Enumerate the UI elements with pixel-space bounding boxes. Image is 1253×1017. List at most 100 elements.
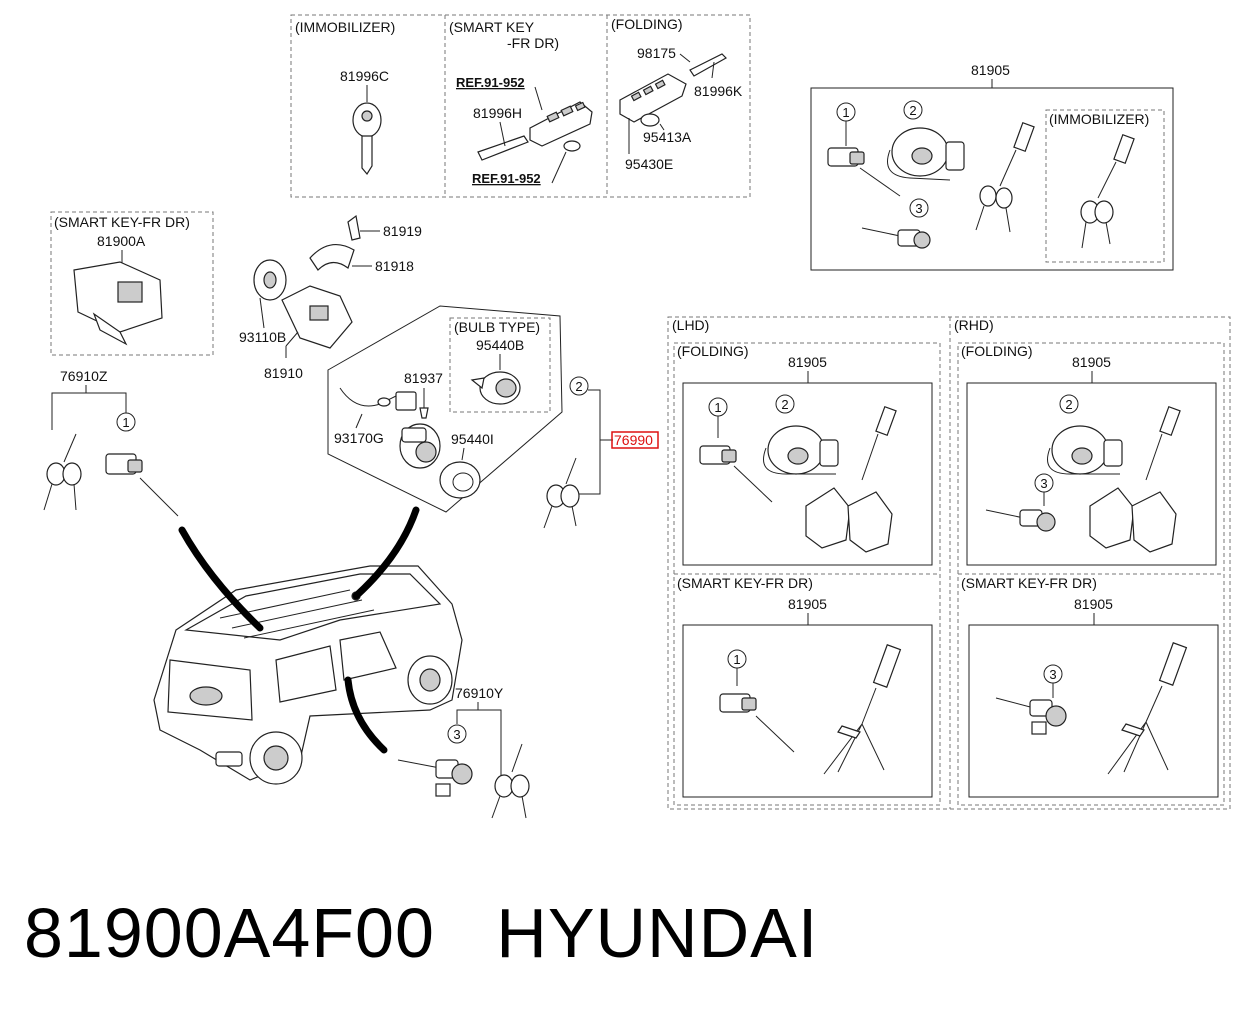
part-label-81905-rhd-folding: 81905 bbox=[1072, 354, 1111, 370]
callout-3: 3 bbox=[1040, 476, 1047, 491]
part-label-81918: 81918 bbox=[375, 258, 414, 274]
part-label-93110B: 93110B bbox=[239, 329, 286, 345]
steering-lock-icon bbox=[253, 259, 353, 349]
part-label-76910Z: 76910Z bbox=[60, 368, 108, 384]
door-lock-cylinder-icon bbox=[105, 453, 179, 517]
part-label-95413A: 95413A bbox=[643, 129, 692, 145]
emergency-key-icon bbox=[477, 135, 529, 161]
part-label-93170G: 93170G bbox=[334, 430, 384, 446]
group-label-lhd: (LHD) bbox=[672, 317, 709, 333]
part-label-81996H: 81996H bbox=[473, 105, 522, 121]
ignition-key-set-76990: (BULB TYPE) 95440B 81937 93170G 95440I bbox=[327, 305, 659, 529]
part-number: 81900A4F00 bbox=[24, 894, 435, 972]
part-label-81905-lhd-smart: 81905 bbox=[788, 596, 827, 612]
part-number-title: 81900A4F00 HYUNDAI bbox=[24, 888, 818, 978]
callout-3: 3 bbox=[1049, 667, 1056, 682]
folding-keys-icon bbox=[1089, 405, 1181, 553]
callout-2: 2 bbox=[1065, 397, 1072, 412]
folding-key-fob-icon bbox=[619, 73, 687, 123]
highlight-box bbox=[611, 431, 659, 449]
top-key-variants: (IMMOBILIZER) (SMART KEY -FR DR) (FOLDIN… bbox=[290, 14, 751, 198]
folding-keys-icon bbox=[805, 405, 897, 553]
door-lock-cylinder-icon bbox=[827, 147, 901, 197]
parts-diagram: (IMMOBILIZER) (SMART KEY -FR DR) (FOLDIN… bbox=[43, 14, 1231, 819]
trunk-lock-cylinder-icon bbox=[985, 509, 1056, 532]
smart-key-module-group: (SMART KEY-FR DR) 81900A bbox=[50, 211, 214, 356]
battery-icon bbox=[563, 140, 581, 152]
group-label-immobilizer-kit: (IMMOBILIZER) bbox=[1049, 111, 1149, 127]
part-label-81905-lhd-folding: 81905 bbox=[788, 354, 827, 370]
smart-key-fob-icon bbox=[529, 101, 593, 147]
group-label-lhd-folding: (FOLDING) bbox=[677, 343, 749, 359]
group-label-folding: (FOLDING) bbox=[611, 16, 683, 32]
group-label-smart-key-left: (SMART KEY-FR DR) bbox=[54, 214, 190, 230]
immobilizer-key-icon bbox=[352, 102, 382, 176]
pointer-arrows bbox=[178, 506, 420, 754]
part-label-76910Y: 76910Y bbox=[455, 685, 504, 701]
door-key-set-76910Z: 76910Z 1 bbox=[43, 368, 179, 517]
callout-1: 1 bbox=[842, 105, 849, 120]
illuminated-ring-icon bbox=[470, 371, 521, 405]
part-label-95440B: 95440B bbox=[476, 337, 524, 353]
part-label-76990[interactable]: 76990 bbox=[614, 432, 653, 448]
door-key-set-76910Y: 76910Y 3 bbox=[397, 685, 530, 819]
callout-2: 2 bbox=[909, 103, 916, 118]
part-label-81910: 81910 bbox=[264, 365, 303, 381]
part-label-81919: 81919 bbox=[383, 223, 422, 239]
callout-1: 1 bbox=[714, 400, 721, 415]
battery-icon bbox=[640, 113, 660, 127]
folding-blade-icon bbox=[689, 53, 727, 77]
smart-key-card-icon bbox=[823, 644, 902, 775]
callout-3: 3 bbox=[453, 727, 460, 742]
ignition-switch-icon bbox=[763, 425, 839, 475]
callout-1: 1 bbox=[733, 652, 740, 667]
ignition-switch-icon bbox=[1047, 425, 1123, 475]
part-label-81905-rhd-smart: 81905 bbox=[1074, 596, 1113, 612]
part-label-81937: 81937 bbox=[404, 370, 443, 386]
group-label-rhd-smart-key: (SMART KEY-FR DR) bbox=[961, 575, 1097, 591]
callout-3: 3 bbox=[915, 201, 922, 216]
keys-icon bbox=[543, 457, 580, 529]
group-label-rhd: (RHD) bbox=[954, 317, 994, 333]
keys-icon bbox=[491, 743, 530, 819]
part-label-81996C: 81996C bbox=[340, 68, 389, 84]
smart-key-card-icon bbox=[1107, 642, 1188, 775]
vehicle-illustration bbox=[153, 565, 463, 785]
screw-icon bbox=[419, 407, 429, 419]
ref-label-2: REF.91-952 bbox=[472, 171, 541, 186]
key-ring-icon bbox=[439, 461, 481, 499]
smart-key-module-icon bbox=[73, 261, 163, 346]
part-label-95440I: 95440I bbox=[451, 431, 494, 447]
group-label-bulb-type: (BULB TYPE) bbox=[454, 319, 540, 335]
part-label-81905-top: 81905 bbox=[971, 62, 1010, 78]
ignition-cylinder-icon bbox=[399, 423, 441, 469]
brand-name: HYUNDAI bbox=[496, 894, 819, 972]
callout-2: 2 bbox=[781, 397, 788, 412]
group-label-immobilizer: (IMMOBILIZER) bbox=[295, 19, 395, 35]
group-label-lhd-smart-key: (SMART KEY-FR DR) bbox=[677, 575, 813, 591]
callout-2: 2 bbox=[575, 379, 582, 394]
trunk-lock-cylinder-icon bbox=[397, 759, 473, 797]
keys-with-tag-icon bbox=[975, 121, 1035, 233]
part-label-95430E: 95430E bbox=[625, 156, 673, 172]
keys-icon bbox=[43, 433, 82, 511]
group-label-rhd-folding: (FOLDING) bbox=[961, 343, 1033, 359]
wire-harness-icon bbox=[339, 387, 417, 411]
ref-label-1: REF.91-952 bbox=[456, 75, 525, 90]
immobilizer-keys-icon bbox=[1080, 133, 1135, 249]
part-label-81996K: 81996K bbox=[694, 83, 743, 99]
door-lock-cylinder-icon bbox=[719, 693, 795, 753]
part-label-98175: 98175 bbox=[637, 45, 676, 61]
ignition-lock-assembly: 81919 81918 93110B 81910 bbox=[239, 214, 422, 381]
lhd-rhd-kits: (LHD) (RHD) (FOLDING) (FOLDING) (SMART K… bbox=[667, 316, 1231, 810]
part-label-81900A: 81900A bbox=[97, 233, 146, 249]
trunk-lock-cylinder-icon bbox=[995, 697, 1067, 735]
door-lock-cylinder-icon bbox=[699, 445, 773, 503]
group-label-smart-key-sub: -FR DR) bbox=[507, 35, 559, 51]
group-label-smart-key: (SMART KEY bbox=[449, 19, 535, 35]
ignition-switch-icon bbox=[887, 127, 965, 181]
bolt-icon bbox=[347, 214, 361, 241]
callout-1: 1 bbox=[122, 415, 129, 430]
bracket-icon bbox=[309, 243, 355, 271]
lock-set-kit-top: 81905 (IMMOBILIZER) 1 2 3 bbox=[810, 62, 1174, 271]
